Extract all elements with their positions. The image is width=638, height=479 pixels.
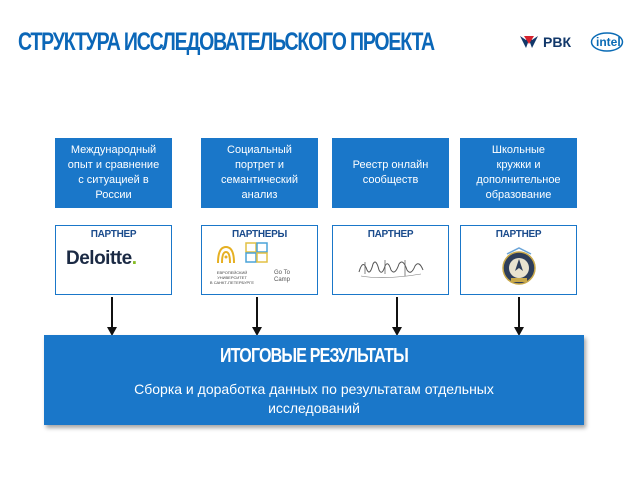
deloitte-logo: Deloitte. xyxy=(66,248,137,270)
intel-logo-text: intel xyxy=(596,35,621,49)
page-title: СТРУКТУРА ИССЛЕДОВАТЕЛЬСКОГО ПРОЕКТА xyxy=(18,28,435,56)
eusp-logo-text: ЕВРОПЕЙСКИЙ УНИВЕРСИТЕТ В САНКТ-ПЕТЕРБУР… xyxy=(209,270,255,285)
partner-box-eusp-gotocamp: ПАРТНЕРЫ ЕВРОПЕЙСКИЙ УНИВЕРСИТЕТ В САНКТ… xyxy=(201,225,318,295)
partner-box-emblem: ПАРТНЕР xyxy=(460,225,577,295)
gotocamp-emblem-icon xyxy=(245,242,268,263)
topic-box-international: Международный опыт и сравнение с ситуаци… xyxy=(55,138,172,208)
topic-box-social-portrait: Социальный портрет и семантический анали… xyxy=(201,138,318,208)
partner-label: ПАРТНЕР xyxy=(90,229,137,240)
arrow-down-icon xyxy=(392,297,402,336)
partner-label: ПАРТНЕР xyxy=(367,229,414,240)
intel-swoosh-icon xyxy=(590,32,624,52)
rvk-logo-text: РВК xyxy=(543,34,571,50)
arrow-down-icon xyxy=(107,297,117,336)
school-clubs-emblem-icon xyxy=(502,247,536,285)
results-box: ИТОГОВЫЕ РЕЗУЛЬТАТЫ Сборка и доработка д… xyxy=(44,335,584,425)
rvk-emblem-icon xyxy=(520,36,538,48)
intel-logo: intel xyxy=(590,31,624,53)
deloitte-dot-icon: . xyxy=(131,248,137,269)
arrow-down-icon xyxy=(252,297,262,336)
handwritten-partner-logo-icon xyxy=(358,260,424,278)
gotocamp-logo-text: Go To Camp xyxy=(274,270,291,283)
results-title: ИТОГОВЫЕ РЕЗУЛЬТАТЫ xyxy=(220,345,409,367)
topic-box-online-registry: Реестр онлайн сообществ xyxy=(332,138,449,208)
rvk-logo: РВК xyxy=(518,34,571,50)
topic-box-school-clubs: Школьные кружки и дополнительное образов… xyxy=(460,138,577,208)
deloitte-logo-text: Deloitte xyxy=(66,248,132,269)
eusp-emblem-icon xyxy=(217,245,235,264)
results-description: Сборка и доработка данных по результатам… xyxy=(134,381,494,416)
partner-label: ПАРТНЕРЫ xyxy=(231,229,287,240)
arrow-down-icon xyxy=(514,297,524,336)
partner-box-deloitte: ПАРТНЕР Deloitte. xyxy=(55,225,172,295)
partner-label: ПАРТНЕР xyxy=(495,229,542,240)
partner-box-handwritten-logo: ПАРТНЕР xyxy=(332,225,449,295)
